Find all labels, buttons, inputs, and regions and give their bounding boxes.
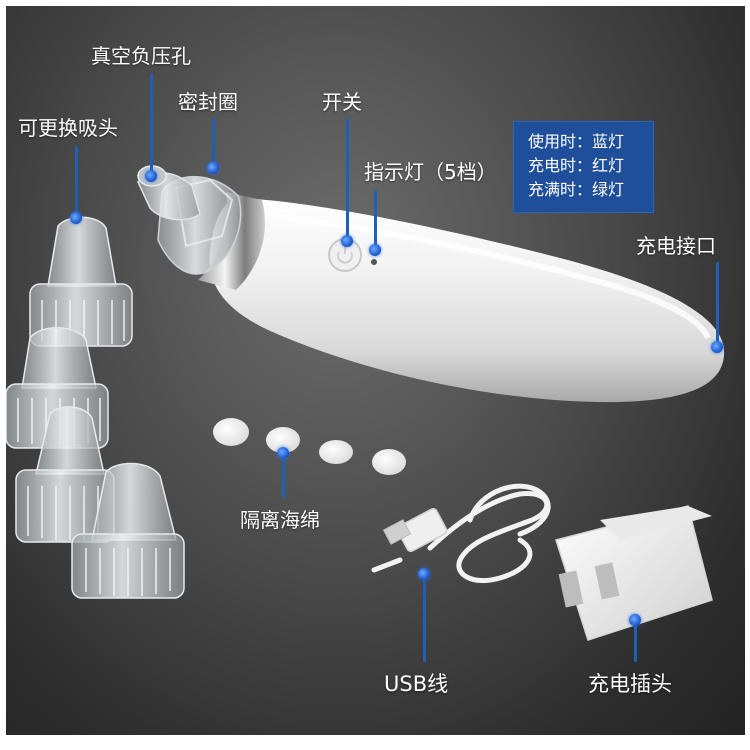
dot-charger xyxy=(629,614,641,626)
device-body xyxy=(198,192,725,403)
indicator-line-charging: 充电时：红灯 xyxy=(528,156,625,175)
dot-indicator xyxy=(369,244,381,256)
leader-usb xyxy=(423,578,426,662)
label-switch: 开关 xyxy=(322,90,362,114)
dot-charging-port xyxy=(711,341,723,353)
leader-charger xyxy=(634,620,637,662)
frame-top xyxy=(0,0,750,6)
device-head xyxy=(137,165,242,275)
label-vacuum-hole: 真空负压孔 xyxy=(91,44,191,68)
leader-head xyxy=(75,146,78,216)
label-sponge: 隔离海绵 xyxy=(240,508,320,532)
leader-seal xyxy=(212,118,215,166)
leader-vacuum xyxy=(150,74,153,176)
leader-sponge xyxy=(282,456,285,498)
frame-left xyxy=(0,0,6,750)
charger xyxy=(555,505,713,641)
dot-vacuum xyxy=(145,170,157,182)
leader-switch xyxy=(346,118,349,240)
label-usb-cable: USB线 xyxy=(384,672,449,696)
indicator-line-full: 充满时：绿灯 xyxy=(528,180,625,199)
frame-bottom xyxy=(0,735,750,750)
dot-usb xyxy=(418,568,430,580)
replaceable-heads xyxy=(5,216,185,599)
leader-indicator xyxy=(374,190,377,248)
label-indicator: 指示灯（5档） xyxy=(364,160,497,184)
leader-charging-port xyxy=(716,262,719,344)
sponges xyxy=(213,418,406,475)
label-replaceable-head: 可更换吸头 xyxy=(18,116,118,140)
indicator-legend-box: 使用时：蓝灯 充电时：红灯 充满时：绿灯 xyxy=(513,121,654,213)
dot-seal xyxy=(207,162,219,174)
dot-switch xyxy=(341,235,353,247)
indicator-line-in-use: 使用时：蓝灯 xyxy=(528,132,625,151)
label-charger-plug: 充电插头 xyxy=(588,672,672,696)
dot-sponge xyxy=(277,447,289,459)
dot-head xyxy=(70,212,82,224)
usb-cable xyxy=(371,483,551,584)
label-seal-ring: 密封圈 xyxy=(178,90,238,114)
frame-right xyxy=(745,0,750,750)
label-charging-port: 充电接口 xyxy=(636,234,716,258)
